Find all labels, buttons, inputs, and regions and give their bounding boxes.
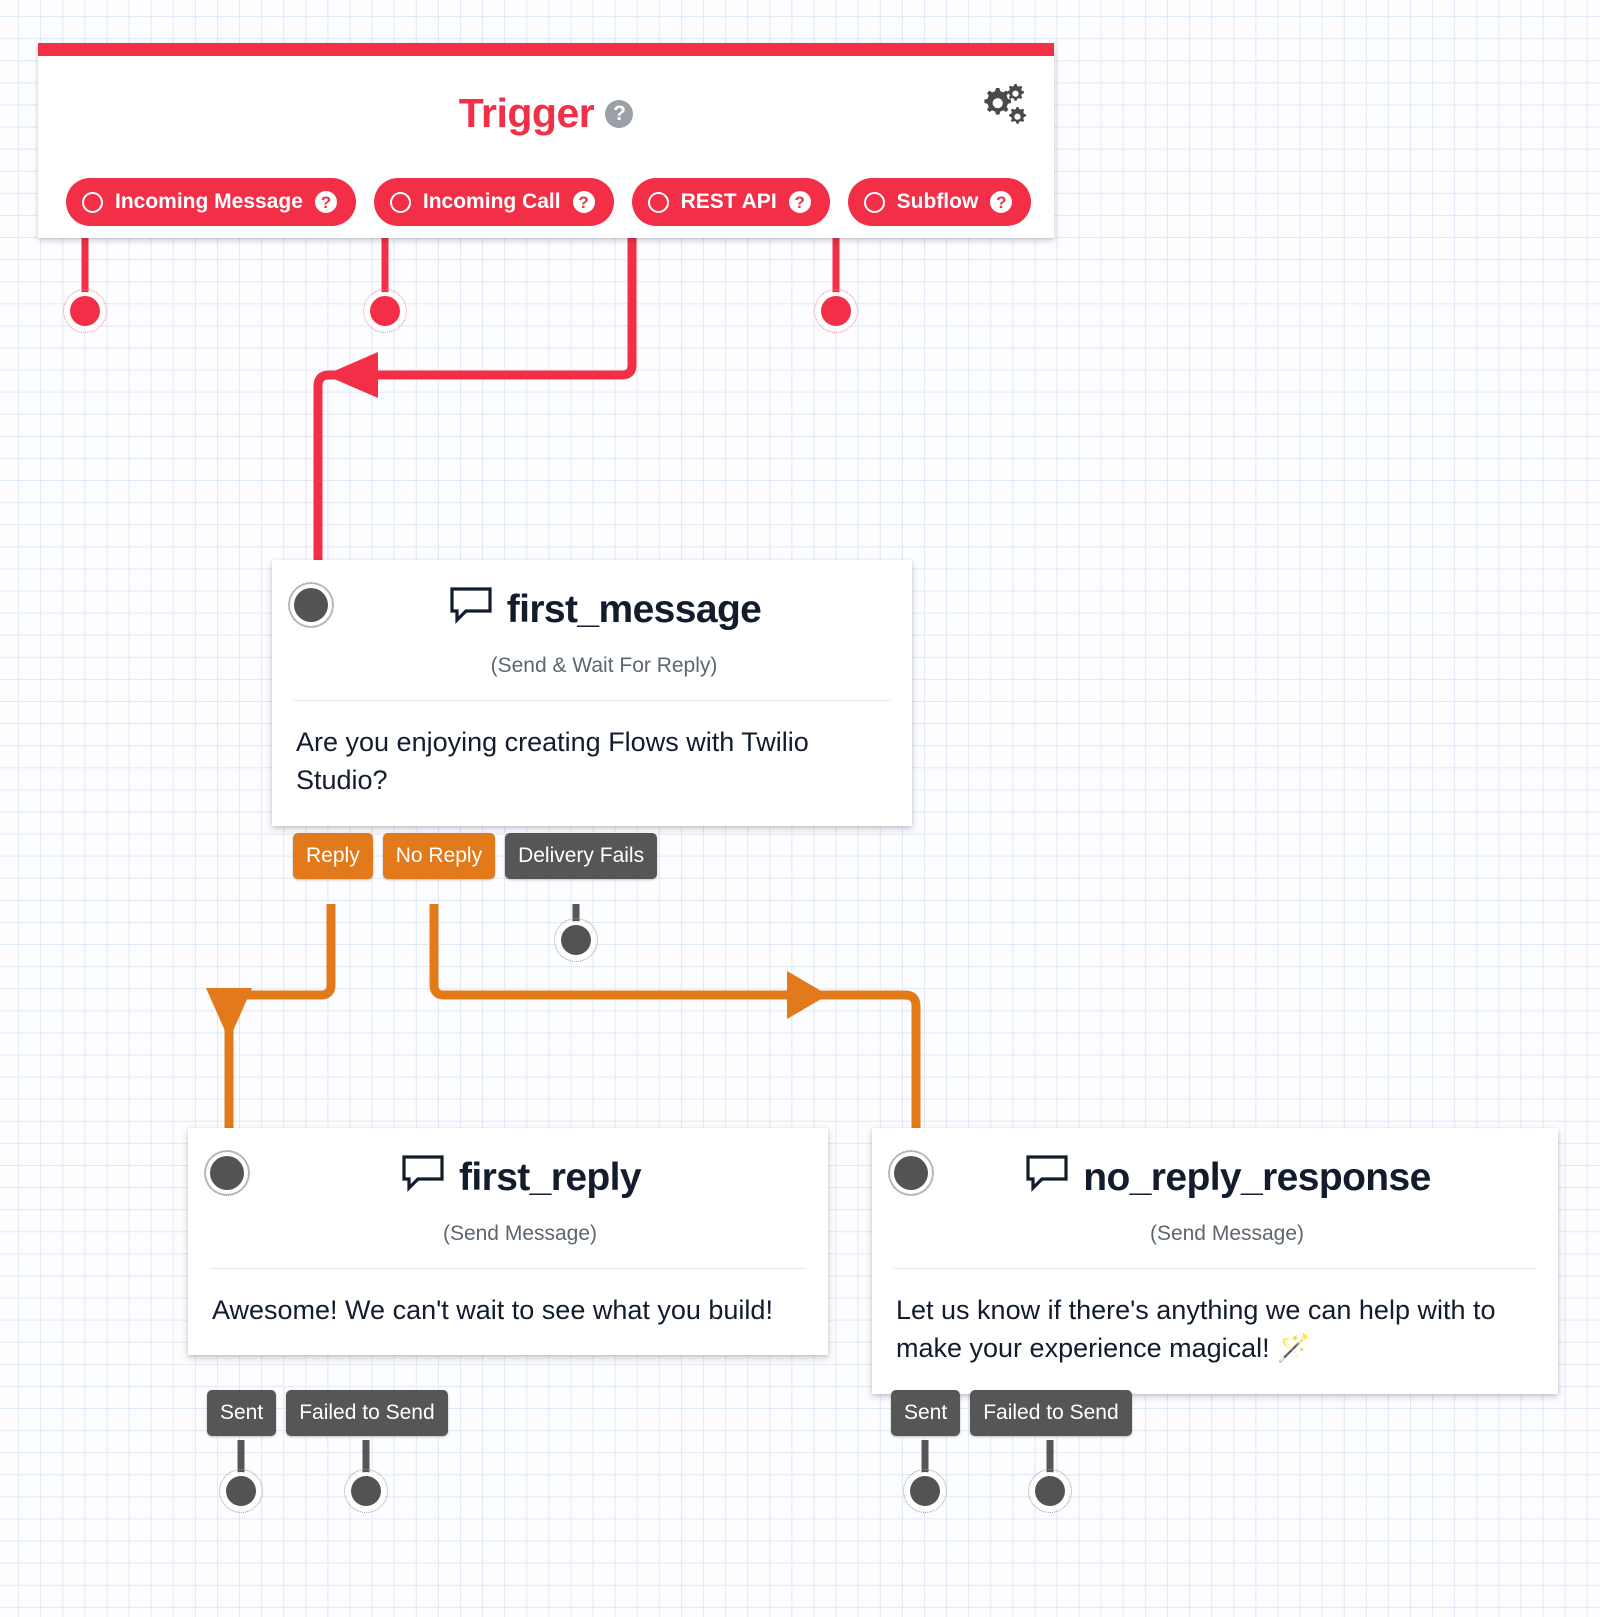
transition-no-reply[interactable]: No Reply [382,833,496,879]
question-mark-icon[interactable]: ? [990,191,1013,213]
node-subtitle: (Send Message) [1149,1222,1305,1245]
node-first-reply[interactable]: first_reply (Send Message) Awesome! We c… [188,1128,828,1356]
circle-outline-icon [389,191,411,213]
transition-failed-to-send[interactable]: Failed to Send [286,1390,448,1436]
node-header: first_reply (Send Message) [188,1128,828,1268]
transition-delivery-fails[interactable]: Delivery Fails [505,833,658,879]
chip-label: Subflow [896,190,979,213]
node-header: first_message (Send & Wait For Reply) [272,560,912,700]
chat-bubble-icon [1025,1154,1069,1202]
arrowhead-left-red [325,352,378,398]
transition-sent[interactable]: Sent [207,1390,277,1436]
help-icon[interactable]: ? [605,99,634,128]
connector-pin-first-reply-failed[interactable] [344,1469,388,1513]
node-title: first_reply [459,1156,642,1199]
transition-failed-to-send[interactable]: Failed to Send [970,1390,1132,1436]
arrowhead-down-orange [206,988,252,1040]
wire-rest-api-elbow [313,370,352,387]
connector-pin-delivery-fails[interactable] [554,918,598,962]
chat-bubble-icon [401,1154,445,1202]
connector-pin-incoming-message[interactable] [63,289,107,333]
wire-no-reply-drop [904,990,921,1130]
transition-sent[interactable]: Sent [891,1390,961,1436]
connector-pin-subflow[interactable] [814,289,858,333]
node-no-reply-response[interactable]: no_reply_response (Send Message) Let us … [872,1128,1558,1394]
node-input-dot[interactable] [204,1150,250,1196]
node-title: first_message [506,588,762,631]
node-body-text: Let us know if there's anything we can h… [896,1295,1496,1364]
node-first-message[interactable]: first_message (Send & Wait For Reply) Ar… [272,560,912,826]
chip-label: Incoming Call [422,190,561,213]
node-body-text: Are you enjoying creating Flows with Twi… [296,727,809,796]
trigger-title-row: Trigger ? [38,90,1054,137]
connector-pin-incoming-call[interactable] [363,289,407,333]
trigger-chip-incoming-call[interactable]: Incoming Call ? [373,178,614,226]
trigger-widget[interactable]: Trigger ? Incoming Message ? [38,43,1054,238]
chip-label: REST API [680,190,777,213]
divider [894,1268,1536,1269]
divider [294,700,890,701]
node-input-dot[interactable] [288,582,334,628]
wire-reply [240,904,336,1000]
question-mark-icon[interactable]: ? [572,191,595,213]
question-mark-icon[interactable]: ? [314,191,337,213]
divider [210,1268,806,1269]
wire-reply-elbow [224,990,241,1007]
chip-label: Incoming Message [115,190,303,213]
node-input-dot[interactable] [888,1150,934,1196]
circle-outline-icon [863,191,885,213]
transition-reply[interactable]: Reply [293,833,373,879]
node-subtitle: (Send Message) [442,1222,598,1245]
node-title: no_reply_response [1083,1156,1431,1199]
trigger-chip-row: Incoming Message ? Incoming Call ? REST … [66,178,1032,226]
circle-outline-icon [82,191,103,213]
wire-no-reply [429,904,905,1000]
arrowhead-right-orange [787,971,828,1019]
connector-pin-no-reply-sent[interactable] [903,1469,947,1513]
trigger-chip-incoming-message[interactable]: Incoming Message ? [66,178,356,226]
transitions-no-reply-response: Sent Failed to Send [891,1390,1132,1436]
transitions-first-reply: Sent Failed to Send [207,1390,448,1436]
chat-bubble-icon [449,586,493,634]
node-header: no_reply_response (Send Message) [872,1128,1558,1268]
page-title: Trigger [458,90,595,136]
circle-outline-icon [647,191,669,213]
node-title-row: first_message [294,586,890,634]
trigger-chip-rest-api[interactable]: REST API ? [631,178,830,226]
connector-pin-no-reply-failed[interactable] [1028,1469,1072,1513]
trigger-chip-subflow[interactable]: Subflow ? [847,178,1032,226]
connector-pin-first-reply-sent[interactable] [219,1469,263,1513]
transitions-first-message: Reply No Reply Delivery Fails [293,833,658,879]
node-title-row: no_reply_response [894,1154,1536,1202]
node-subtitle: (Send & Wait For Reply) [490,654,718,677]
gear-icon[interactable] [978,82,1026,128]
node-title-row: first_reply [210,1154,806,1202]
node-body-text: Awesome! We can't wait to see what you b… [212,1295,773,1325]
question-mark-icon[interactable]: ? [788,191,811,213]
